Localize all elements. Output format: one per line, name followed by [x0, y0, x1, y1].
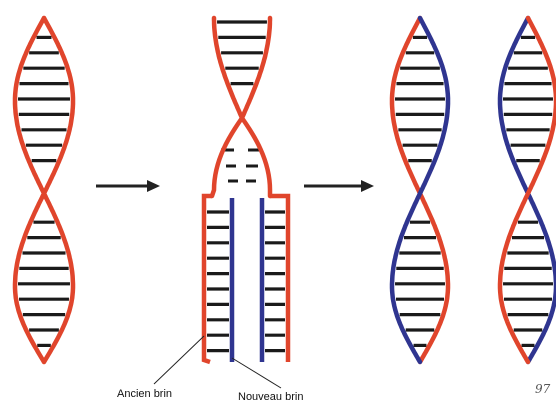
old-strand-left-leg: [204, 196, 212, 362]
arrow-head: [361, 180, 374, 192]
new-strand-label: Nouveau brin: [238, 391, 303, 403]
old-strand-right-leg: [270, 196, 288, 362]
process-arrow-1: [96, 180, 160, 192]
old-strand-leader: [154, 336, 204, 384]
signature-mark: 97: [535, 382, 551, 396]
daughter-helix-2: [500, 18, 556, 362]
daughter-helix-1: [392, 18, 448, 362]
old-strand-twist-right: [214, 18, 270, 196]
arrow-head: [147, 180, 160, 192]
parent-helix: [15, 18, 73, 362]
old-strand-twist-left: [212, 18, 270, 196]
replication-fork: [204, 18, 288, 362]
process-arrow-2: [304, 180, 374, 192]
new-strand-leader: [232, 358, 281, 388]
old-strand-label: Ancien brin: [117, 388, 172, 400]
